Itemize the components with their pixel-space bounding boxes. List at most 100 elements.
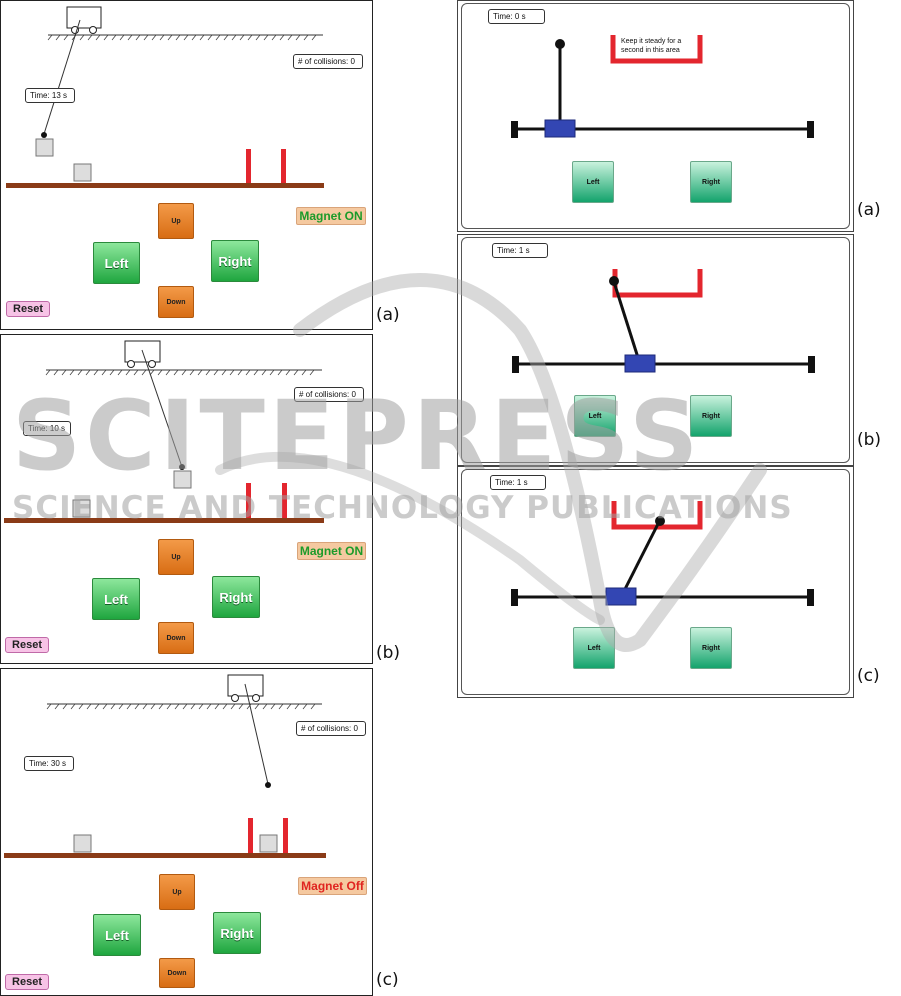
left-button[interactable]: Left — [93, 242, 140, 284]
target-zone — [612, 269, 703, 298]
instruction-text: Keep it steady for a second in this area — [617, 37, 695, 57]
subfigure-label: (b) — [376, 643, 401, 663]
pendulum-scene — [511, 35, 814, 138]
floor-beam — [6, 183, 324, 188]
right-button[interactable]: Right — [690, 161, 732, 203]
magnet-toggle-button[interactable]: Magnet ON — [296, 207, 366, 225]
crane-panel-b: # of collisions: 0 Time: 10 s Up Magnet … — [0, 334, 400, 664]
trolley-wheel — [231, 694, 239, 702]
reset-button[interactable]: Reset — [6, 301, 50, 317]
cable — [43, 19, 81, 135]
target-post — [282, 483, 287, 518]
reset-button[interactable]: Reset — [5, 637, 49, 653]
target-zone — [610, 35, 703, 64]
pendulum-bob — [555, 39, 565, 49]
target-post — [246, 149, 251, 183]
trolley-wheel — [127, 360, 135, 368]
pendulum-rod — [619, 521, 661, 598]
subfigure-label: (c) — [376, 970, 399, 990]
pendulum-scene — [512, 269, 815, 373]
floor-beam — [4, 518, 324, 523]
track-end-stop — [807, 589, 814, 606]
crane-frame — [0, 334, 373, 664]
carried-box — [173, 470, 192, 489]
track-end-stop — [512, 356, 519, 373]
track-end-stop — [511, 589, 518, 606]
ceiling-hatch — [45, 369, 322, 376]
subfigure-label: (a) — [857, 200, 881, 220]
magnet-toggle-button[interactable]: Magnet ON — [297, 542, 366, 560]
track-end-stop — [807, 121, 814, 138]
down-button[interactable]: Down — [158, 286, 194, 318]
timer: Time: 1 s — [490, 475, 546, 490]
subfigure-label: (a) — [376, 305, 400, 325]
magnet-hook — [41, 132, 47, 138]
pendulum-scene — [511, 501, 814, 606]
carried-box — [35, 138, 54, 157]
reset-button[interactable]: Reset — [5, 974, 49, 990]
left-button[interactable]: Left — [93, 914, 141, 956]
delivered-box — [259, 834, 278, 853]
left-button[interactable]: Left — [572, 161, 614, 203]
cart — [544, 119, 576, 138]
instruction-text: Keep it steady for a second in this area — [621, 38, 682, 54]
target-post — [248, 818, 253, 853]
down-button[interactable]: Down — [158, 622, 194, 654]
floor-beam — [4, 853, 326, 858]
magnet-toggle-button[interactable]: Magnet Off — [298, 877, 367, 895]
magnet-hook — [179, 464, 185, 470]
up-button[interactable]: Up — [159, 874, 195, 910]
trolley-wheel — [89, 26, 97, 34]
ceiling-hatch — [46, 703, 322, 710]
timer: Time: 30 s — [24, 756, 74, 771]
right-button[interactable]: Right — [211, 240, 259, 282]
cable — [141, 349, 183, 468]
right-button[interactable]: Right — [213, 912, 261, 954]
timer: Time: 1 s — [492, 243, 548, 258]
pendulum-inner-frame — [461, 237, 850, 463]
up-button[interactable]: Up — [158, 203, 194, 239]
cable — [244, 683, 269, 785]
ceiling-hatch — [47, 34, 323, 41]
floor-box — [72, 499, 91, 518]
timer: Time: 13 s — [25, 88, 75, 103]
collisions-counter: # of collisions: 0 — [296, 721, 366, 736]
cart — [605, 587, 637, 606]
pendulum-bob — [609, 276, 619, 286]
down-button[interactable]: Down — [159, 958, 195, 988]
crane-scene — [4, 340, 324, 523]
floor-box — [73, 834, 92, 853]
left-button[interactable]: Left — [92, 578, 140, 620]
pendulum-panel-c: Time: 1 s Left Right (c) — [457, 466, 901, 698]
magnet-hook — [265, 782, 271, 788]
collisions-counter: # of collisions: 0 — [293, 54, 363, 69]
right-button[interactable]: Right — [690, 627, 732, 669]
target-post — [283, 818, 288, 853]
left-button[interactable]: Left — [574, 395, 616, 437]
pendulum-bob — [655, 516, 665, 526]
crane-panel-a: # of collisions: 0 Time: 13 s Up Magnet … — [0, 0, 400, 330]
pendulum-panel-b: Time: 1 s Left Right (b) — [457, 234, 901, 466]
cart — [624, 354, 656, 373]
left-button[interactable]: Left — [573, 627, 615, 669]
pendulum-rod — [612, 281, 642, 365]
trolley-wheel — [148, 360, 156, 368]
pendulum-inner-frame — [461, 469, 850, 695]
right-button[interactable]: Right — [212, 576, 260, 618]
collisions-counter: # of collisions: 0 — [294, 387, 364, 402]
right-button[interactable]: Right — [690, 395, 732, 437]
trolley — [66, 6, 102, 29]
timer: Time: 0 s — [488, 9, 545, 24]
subfigure-label: (b) — [857, 430, 882, 450]
target-post — [281, 149, 286, 183]
target-post — [246, 483, 251, 518]
subfigure-label: (c) — [857, 666, 880, 686]
crane-scene — [4, 674, 326, 858]
trolley-wheel — [252, 694, 260, 702]
track-end-stop — [511, 121, 518, 138]
floor-box — [73, 163, 92, 182]
up-button[interactable]: Up — [158, 539, 194, 575]
crane-scene — [6, 6, 324, 188]
timer: Time: 10 s — [23, 421, 71, 436]
crane-panel-c: # of collisions: 0 Time: 30 s Up Magnet … — [0, 668, 400, 996]
